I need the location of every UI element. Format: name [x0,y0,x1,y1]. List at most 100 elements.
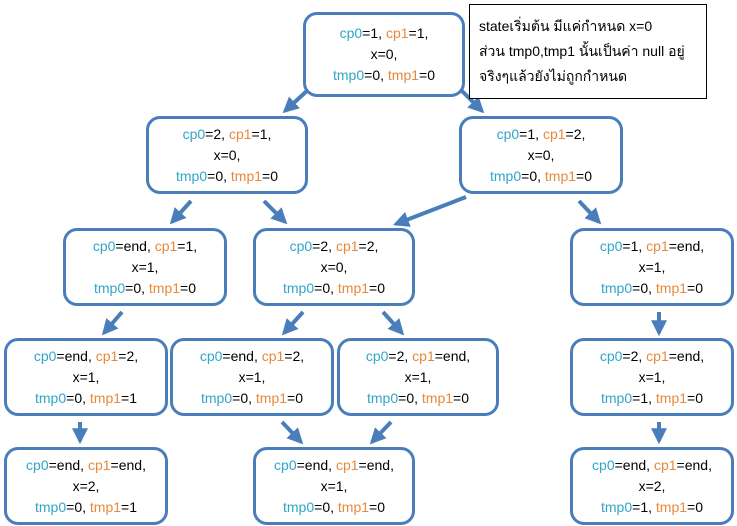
equals: = [453,389,462,406]
equals: = [110,456,119,473]
node-line-x: x=1, [639,257,666,278]
node-line-cp: cp0=end, cp1=2, [34,346,138,367]
tmp0-label: tmp0 [35,498,67,515]
separator: , [253,347,262,364]
cp1-value: 2 [126,347,135,364]
x-label: x= [238,368,254,385]
equals: = [358,237,367,254]
tmp1-value: 0 [695,498,703,515]
equals: = [121,498,130,515]
separator: , [82,498,90,515]
separator: , [427,368,432,385]
x-value: 1 [419,368,428,385]
separator: , [300,347,305,364]
separator: , [328,237,336,254]
tmp0-value: 0 [529,167,538,184]
tmp0-value: 0 [74,498,83,515]
tmp1-label: tmp1 [230,167,263,184]
separator: , [638,237,647,254]
separator: , [261,368,266,385]
cp1-label: cp1 [335,456,359,473]
cp1-value: end [676,237,701,254]
separator: , [466,347,471,364]
tmp1-value: 1 [129,389,137,406]
separator: , [708,456,712,473]
equals: = [118,347,127,364]
state-node-n7: cp0=end, cp1=2,x=1,tmp0=0, tmp1=0 [170,338,334,416]
cp1-label: cp1 [95,347,119,364]
cp1-value: 1 [259,125,268,142]
tmp0-value: 1 [640,389,649,406]
tmp1-value: 0 [695,279,703,296]
cp0-label: cp0 [182,125,206,142]
cp0-value: end [622,456,647,473]
equals: = [66,389,75,406]
equals: = [314,279,323,296]
edge-n4-n8 [381,310,405,336]
separator: , [82,389,90,406]
x-value: 1 [653,258,662,275]
node-line-x: x=0, [528,145,555,166]
cp1-value: 1 [416,25,425,41]
equals: = [205,125,214,142]
tmp0-value: 0 [322,498,331,515]
cp0-label: cp0 [592,456,615,473]
equals: = [614,456,623,473]
node-line-tmp: tmp0=0, tmp1=1 [35,497,137,518]
x-value: 1 [87,368,96,385]
separator: , [223,167,231,184]
separator: , [638,347,647,364]
equals: = [48,456,57,473]
separator: , [328,456,336,473]
cp1-value: end [118,456,143,473]
cp0-value: 1 [630,237,639,254]
separator: , [134,347,139,364]
node-line-cp: cp0=2, cp1=end, [600,346,704,367]
separator: , [95,368,100,385]
x-label: x= [527,146,543,163]
tmp1-label: tmp1 [387,67,420,83]
tmp0-value: 0 [406,389,415,406]
cp0-label: cp0 [599,237,623,254]
node-line-tmp: tmp0=0, tmp1=0 [601,278,703,299]
tmp1-value: 0 [427,67,435,83]
x-label: x= [320,477,336,494]
x-value: 2 [87,477,96,494]
cp0-value: end [304,456,329,473]
tmp0-label: tmp0 [601,389,633,406]
separator: , [378,25,386,41]
x-label: x= [638,258,654,275]
equals: = [121,389,130,406]
cp1-value: 2 [366,237,375,254]
separator: , [87,347,96,364]
edge-n2-n4 [393,195,467,227]
equals: = [576,167,585,184]
node-line-tmp: tmp0=0, tmp1=0 [94,278,196,299]
tmp0-value: 0 [240,389,249,406]
state-node-n11: cp0=end, cp1=end,x=1,tmp0=0, tmp1=0 [253,447,415,525]
node-line-cp: cp0=1, cp1=end, [600,236,704,257]
separator: , [154,258,159,275]
note-line-1: stateเริ่มต้น มีแค่กำหนด x=0 [479,18,653,34]
separator: , [248,389,256,406]
node-line-x: x=1, [405,367,432,388]
cp0-value: end [64,347,88,364]
node-line-x: x=1, [321,476,348,497]
equals: = [408,25,417,41]
equals: = [207,167,216,184]
cp0-value: 2 [320,237,329,254]
equals: = [565,125,574,142]
separator: , [380,67,388,83]
node-line-x: x=2, [639,476,666,497]
node-line-cp: cp0=end, cp1=end, [592,455,712,476]
separator: , [661,258,666,275]
cp0-label: cp0 [496,125,520,142]
equals: = [362,25,371,41]
cp1-value: 2 [292,347,301,364]
equals: = [369,498,378,515]
separator: , [330,498,338,515]
equals: = [251,125,260,142]
x-label: x= [638,368,654,385]
tmp1-label: tmp1 [655,389,688,406]
